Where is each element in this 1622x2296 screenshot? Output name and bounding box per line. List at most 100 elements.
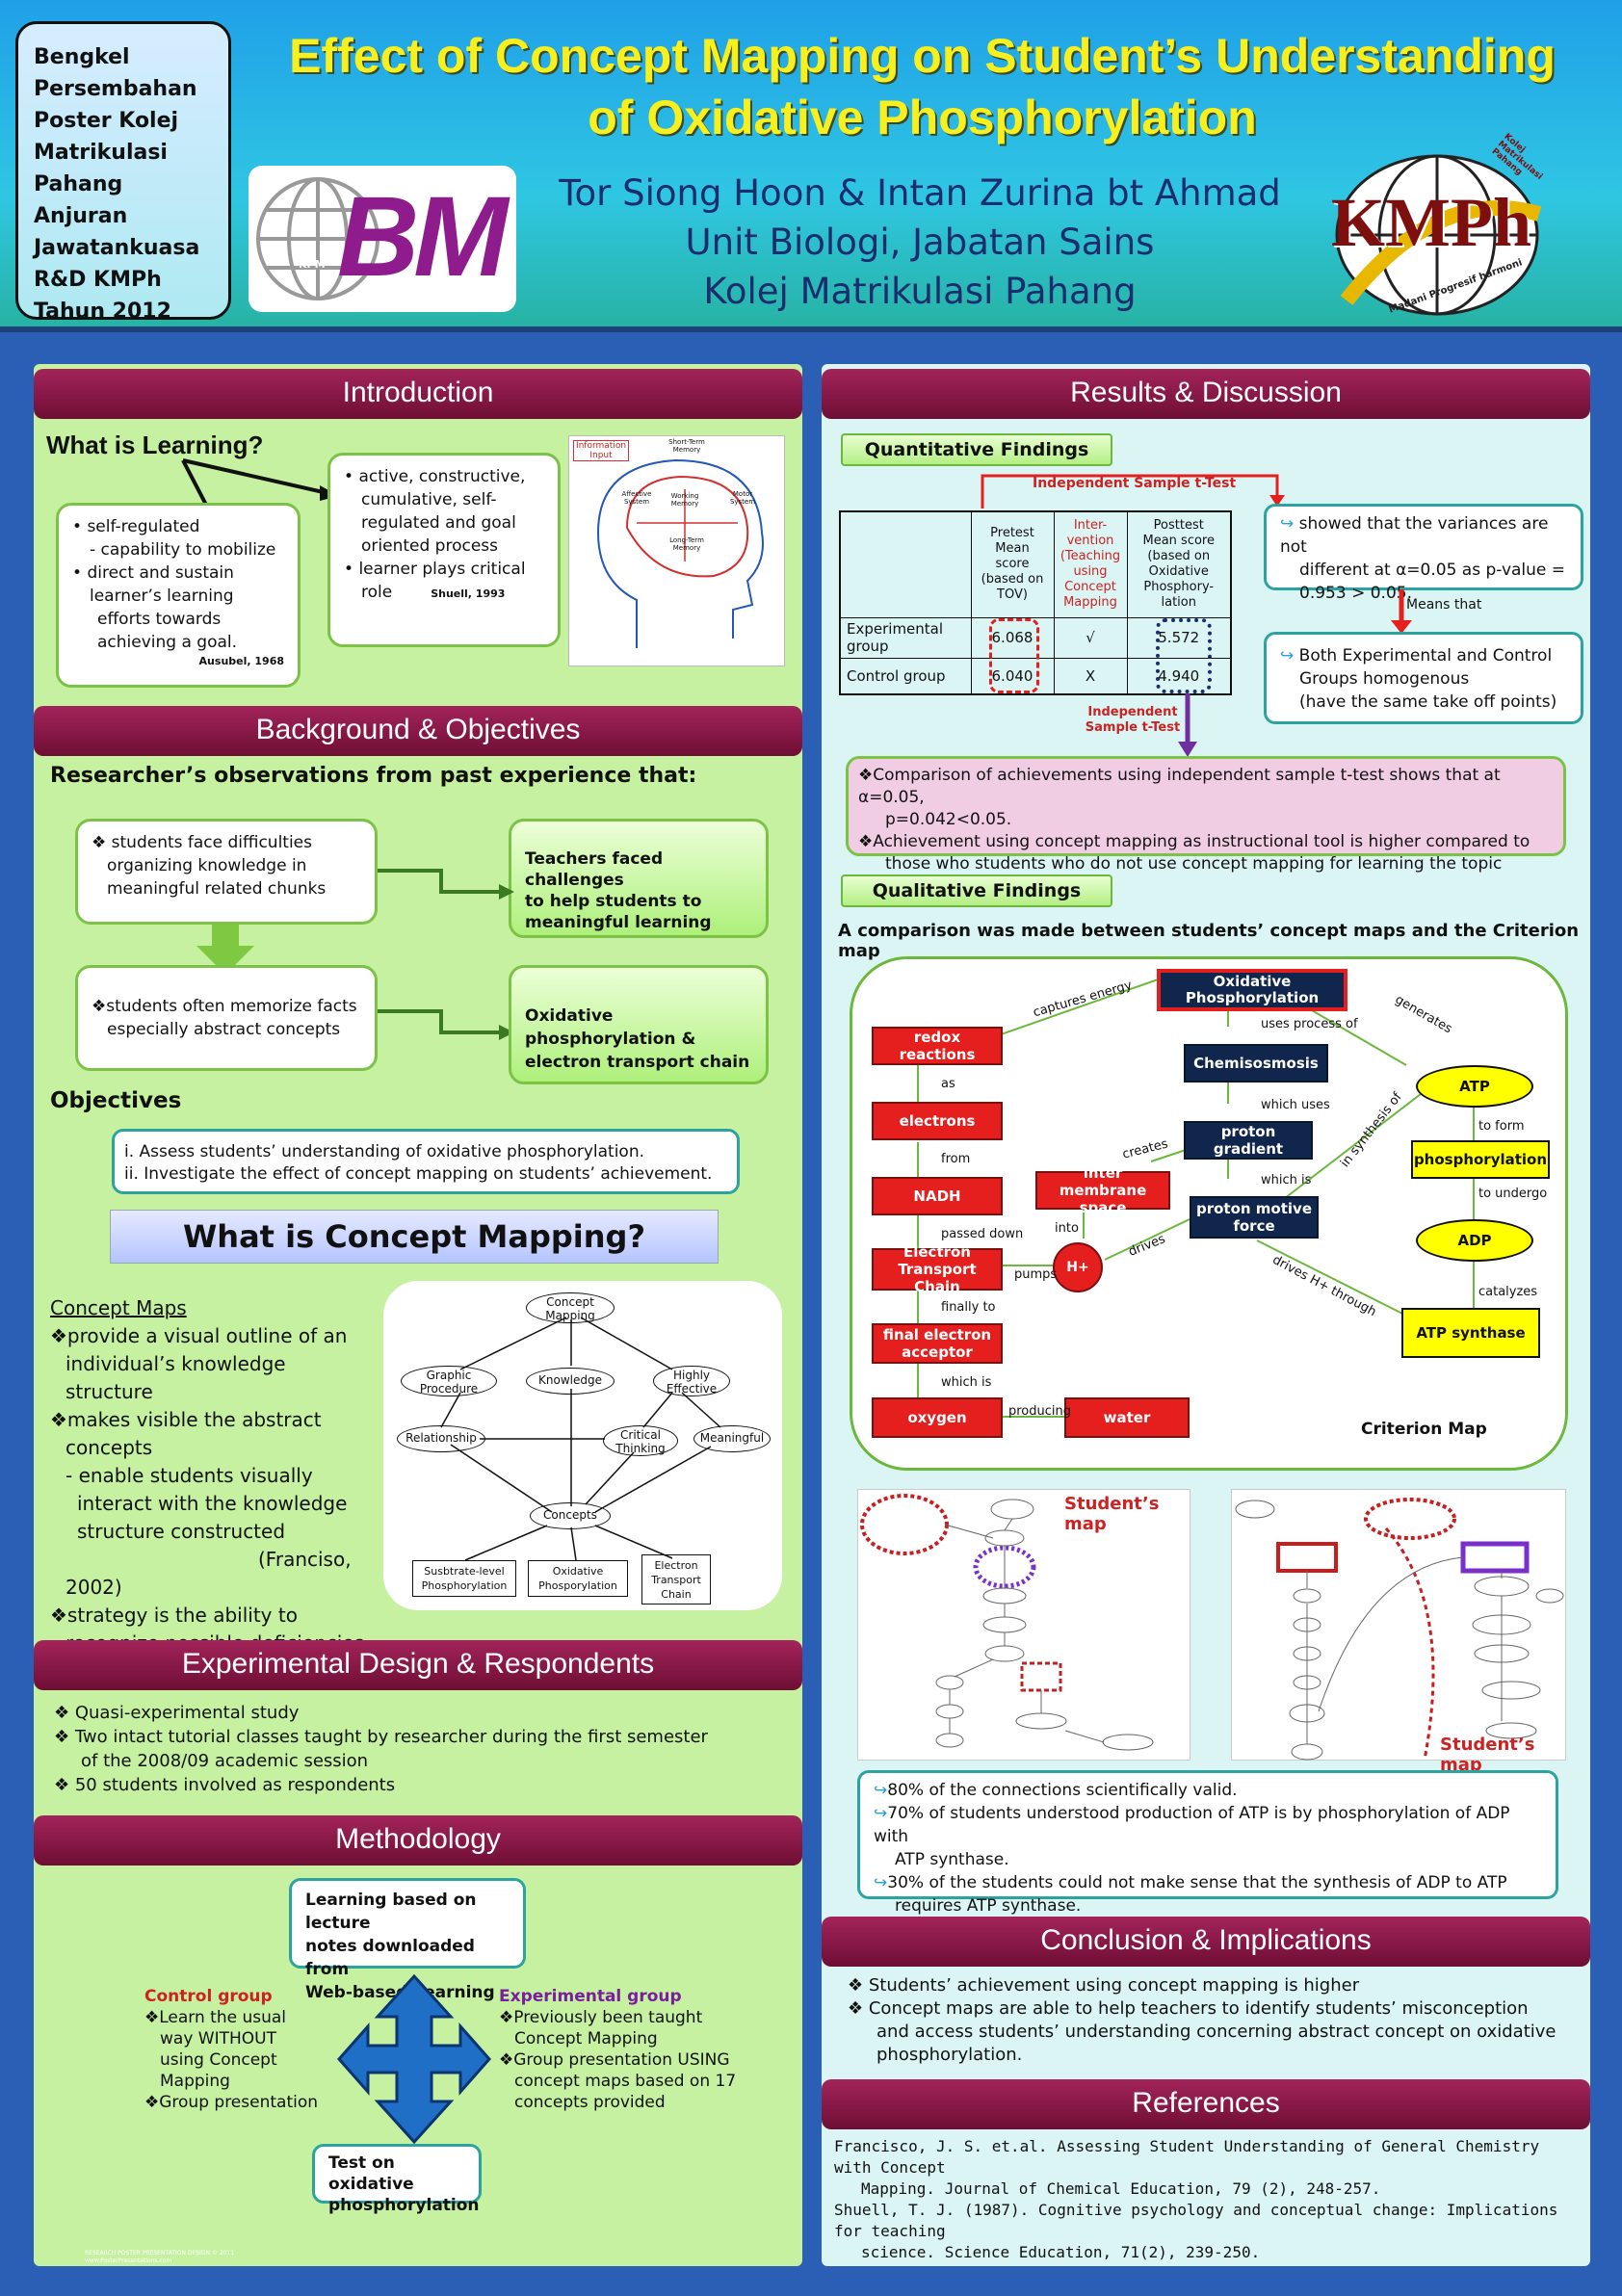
poster-title: Effect of Concept Mapping on Student’s U… xyxy=(236,25,1609,148)
cm-diagram-node: Graphic Procedure xyxy=(401,1366,497,1396)
credit-line: RESEARCH POSTER PRESENTATION DESIGN © 20… xyxy=(85,2250,235,2257)
criterion-edge-label: into xyxy=(1055,1221,1079,1236)
student-map-1-drawing xyxy=(860,1494,1154,1751)
obs-line: ❖students often memorize facts xyxy=(92,997,357,1016)
reference-line: Mapping. Journal of Chemical Education, … xyxy=(861,2179,1381,2198)
exp-item: ❖ 50 students involved as respondents xyxy=(54,1775,396,1795)
learning-def-box-2: • active, constructive, cumulative, self… xyxy=(327,453,561,647)
cm-diagram-node: Susbtrate-level Phosphorylation xyxy=(412,1560,516,1597)
res-line: electron transport chain xyxy=(525,1053,750,1072)
brain-label: Affective System xyxy=(621,490,652,506)
learning-def-box-1: • self-regulated - capability to mobiliz… xyxy=(56,503,301,688)
concept-mapping-banner: What is Concept Mapping? xyxy=(110,1210,719,1264)
table-row: Experimental group 6.068 √ 5.572 xyxy=(839,616,1232,659)
criterion-node: final electron acceptor xyxy=(872,1323,1003,1364)
students-map-label: Student’s map xyxy=(1064,1494,1160,1534)
result-box-1: Teachers faced challenges to help studen… xyxy=(509,819,769,938)
table-cell: 6.040 xyxy=(970,657,1055,695)
objectives-heading: Objectives xyxy=(50,1088,182,1113)
experimental-list: ❖ Quasi-experimental study ❖ Two intact … xyxy=(54,1701,786,1797)
cm-diagram-node: Concepts xyxy=(530,1502,611,1529)
criterion-node: proton motive force xyxy=(1190,1196,1319,1239)
exp-item: ❖ Quasi-experimental study xyxy=(54,1703,300,1723)
criterion-node: ATP xyxy=(1416,1065,1533,1108)
res-line: to help students to xyxy=(525,892,702,911)
criterion-node: Chemisosmosis xyxy=(1184,1044,1328,1083)
ttest-label: Independent Sample t-Test xyxy=(1033,476,1237,491)
conclusion-item: ❖ Concept maps are able to help teachers… xyxy=(848,1998,1529,2019)
experimental-line: concepts provided xyxy=(514,2093,666,2112)
def-line: • direct and sustain xyxy=(72,563,234,583)
footer-credit: RESEARCH POSTER PRESENTATION DESIGN © 20… xyxy=(85,2250,234,2265)
unit: Unit Biologi, Jabatan Sains xyxy=(685,222,1155,263)
workshop-line: Bengkel xyxy=(34,45,130,69)
criterion-edge-label: from xyxy=(941,1152,971,1166)
control-line: ❖Group presentation xyxy=(144,2093,319,2112)
brain-label: Working Memory xyxy=(670,492,699,508)
qualitative-tag: Qualitative Findings xyxy=(841,874,1112,907)
kmph-logo: KMPh Madani Progresif harmoni Kolej Matr… xyxy=(1308,132,1566,320)
criterion-node: Oxidative Phosphorylation xyxy=(1157,969,1347,1011)
reference-line: science. Science Education, 71(2), 239-2… xyxy=(861,2243,1261,2261)
finding-item: ATP synthase. xyxy=(895,1850,1009,1869)
res-line: meaningful learning xyxy=(525,913,712,932)
cm-diagram-node: Meaningful xyxy=(693,1425,771,1452)
conclusion-list: ❖ Students’ achievement using concept ma… xyxy=(848,1974,1580,2067)
cm-diagram-node: Relationship xyxy=(397,1425,485,1452)
criterion-node: oxygen xyxy=(872,1397,1003,1438)
arrow-bullet-icon: ↪ xyxy=(1280,514,1295,534)
cm-diagram-node: Concept Mapping xyxy=(526,1292,615,1323)
criterion-node: inter membrane space xyxy=(1035,1164,1170,1216)
method-line: Test on oxidative xyxy=(328,2153,414,2194)
objective-item: i. Assess students’ understanding of oxi… xyxy=(124,1142,645,1161)
credit-line: www.PosterPresentations.com xyxy=(85,2257,172,2264)
def-line: efforts towards xyxy=(97,610,222,629)
table-cell: Experimental group xyxy=(839,616,972,659)
workshop-line: Jawatankuasa xyxy=(34,236,200,260)
bm-logo-small: KPM xyxy=(299,258,326,271)
cm-diagram-node: Oxidative Phosporylation xyxy=(528,1560,628,1597)
finding-item: requires ATP synthase. xyxy=(895,1896,1082,1916)
background-bar: Background & Objectives xyxy=(34,706,802,756)
title-line-2: of Oxidative Phosphorylation xyxy=(588,91,1257,144)
references-bar: References xyxy=(822,2079,1590,2129)
criterion-map-label: Criterion Map xyxy=(1361,1420,1487,1439)
def-line: • learner plays critical xyxy=(344,560,526,579)
criterion-edge-label: to undergo xyxy=(1478,1187,1548,1201)
qualitative-intro: A comparison was made between students’ … xyxy=(838,921,1580,961)
bm-logo: BM KPM xyxy=(249,166,516,312)
reference-line: Francisco, J. S. et.al. Assessing Studen… xyxy=(834,2137,1540,2177)
pretest-highlight xyxy=(989,618,1039,693)
background-heading: Researcher’s observations from past expe… xyxy=(50,764,697,788)
reference-line: Shuell, T. J. (1987). Cognitive psycholo… xyxy=(834,2201,1558,2240)
res-line: Oxidative phosphorylation & xyxy=(525,1006,696,1049)
criterion-node: electrons xyxy=(872,1102,1003,1140)
experimental-bar: Experimental Design & Respondents xyxy=(34,1640,802,1690)
workshop-line: Matrikulasi xyxy=(34,141,168,165)
results-bar: Results & Discussion xyxy=(822,369,1590,419)
obs-line: especially abstract concepts xyxy=(107,1020,341,1039)
table-cell: 5.572 xyxy=(1126,616,1232,659)
method-line: notes downloaded from xyxy=(305,1937,475,1979)
homog-line: Groups homogenous xyxy=(1299,669,1470,689)
cm-line: concepts xyxy=(65,1436,153,1459)
methodology-bar: Methodology xyxy=(34,1815,802,1866)
quantitative-tag: Quantitative Findings xyxy=(841,433,1112,466)
exp-item: ❖ Two intact tutorial classes taught by … xyxy=(54,1727,708,1747)
comparison-line: ❖Comparison of achievements using indepe… xyxy=(858,766,1501,807)
posttest-highlight xyxy=(1156,618,1212,693)
observation-box-2: ❖students often memorize facts especiall… xyxy=(75,965,378,1071)
cm-diagram-node: Electron Transport Chain xyxy=(641,1554,711,1605)
homog-line: (have the same take off points) xyxy=(1299,692,1557,712)
def-line: cumulative, self- xyxy=(361,490,497,509)
workshop-line: Pahang Anjuran xyxy=(34,172,128,228)
title-line-1: Effect of Concept Mapping on Student’s U… xyxy=(289,29,1556,83)
variance-box: ↪ showed that the variances are not diff… xyxy=(1264,504,1583,603)
def-line: regulated and goal xyxy=(361,513,516,533)
experimental-heading: Experimental group xyxy=(499,1987,682,2006)
arrow-bullet-icon: ↪ xyxy=(874,1781,888,1800)
down-arrow-icon xyxy=(1178,693,1197,757)
cm-line: individual’s knowledge xyxy=(65,1352,286,1375)
experimental-line: ❖Previously been taught xyxy=(499,2008,703,2027)
